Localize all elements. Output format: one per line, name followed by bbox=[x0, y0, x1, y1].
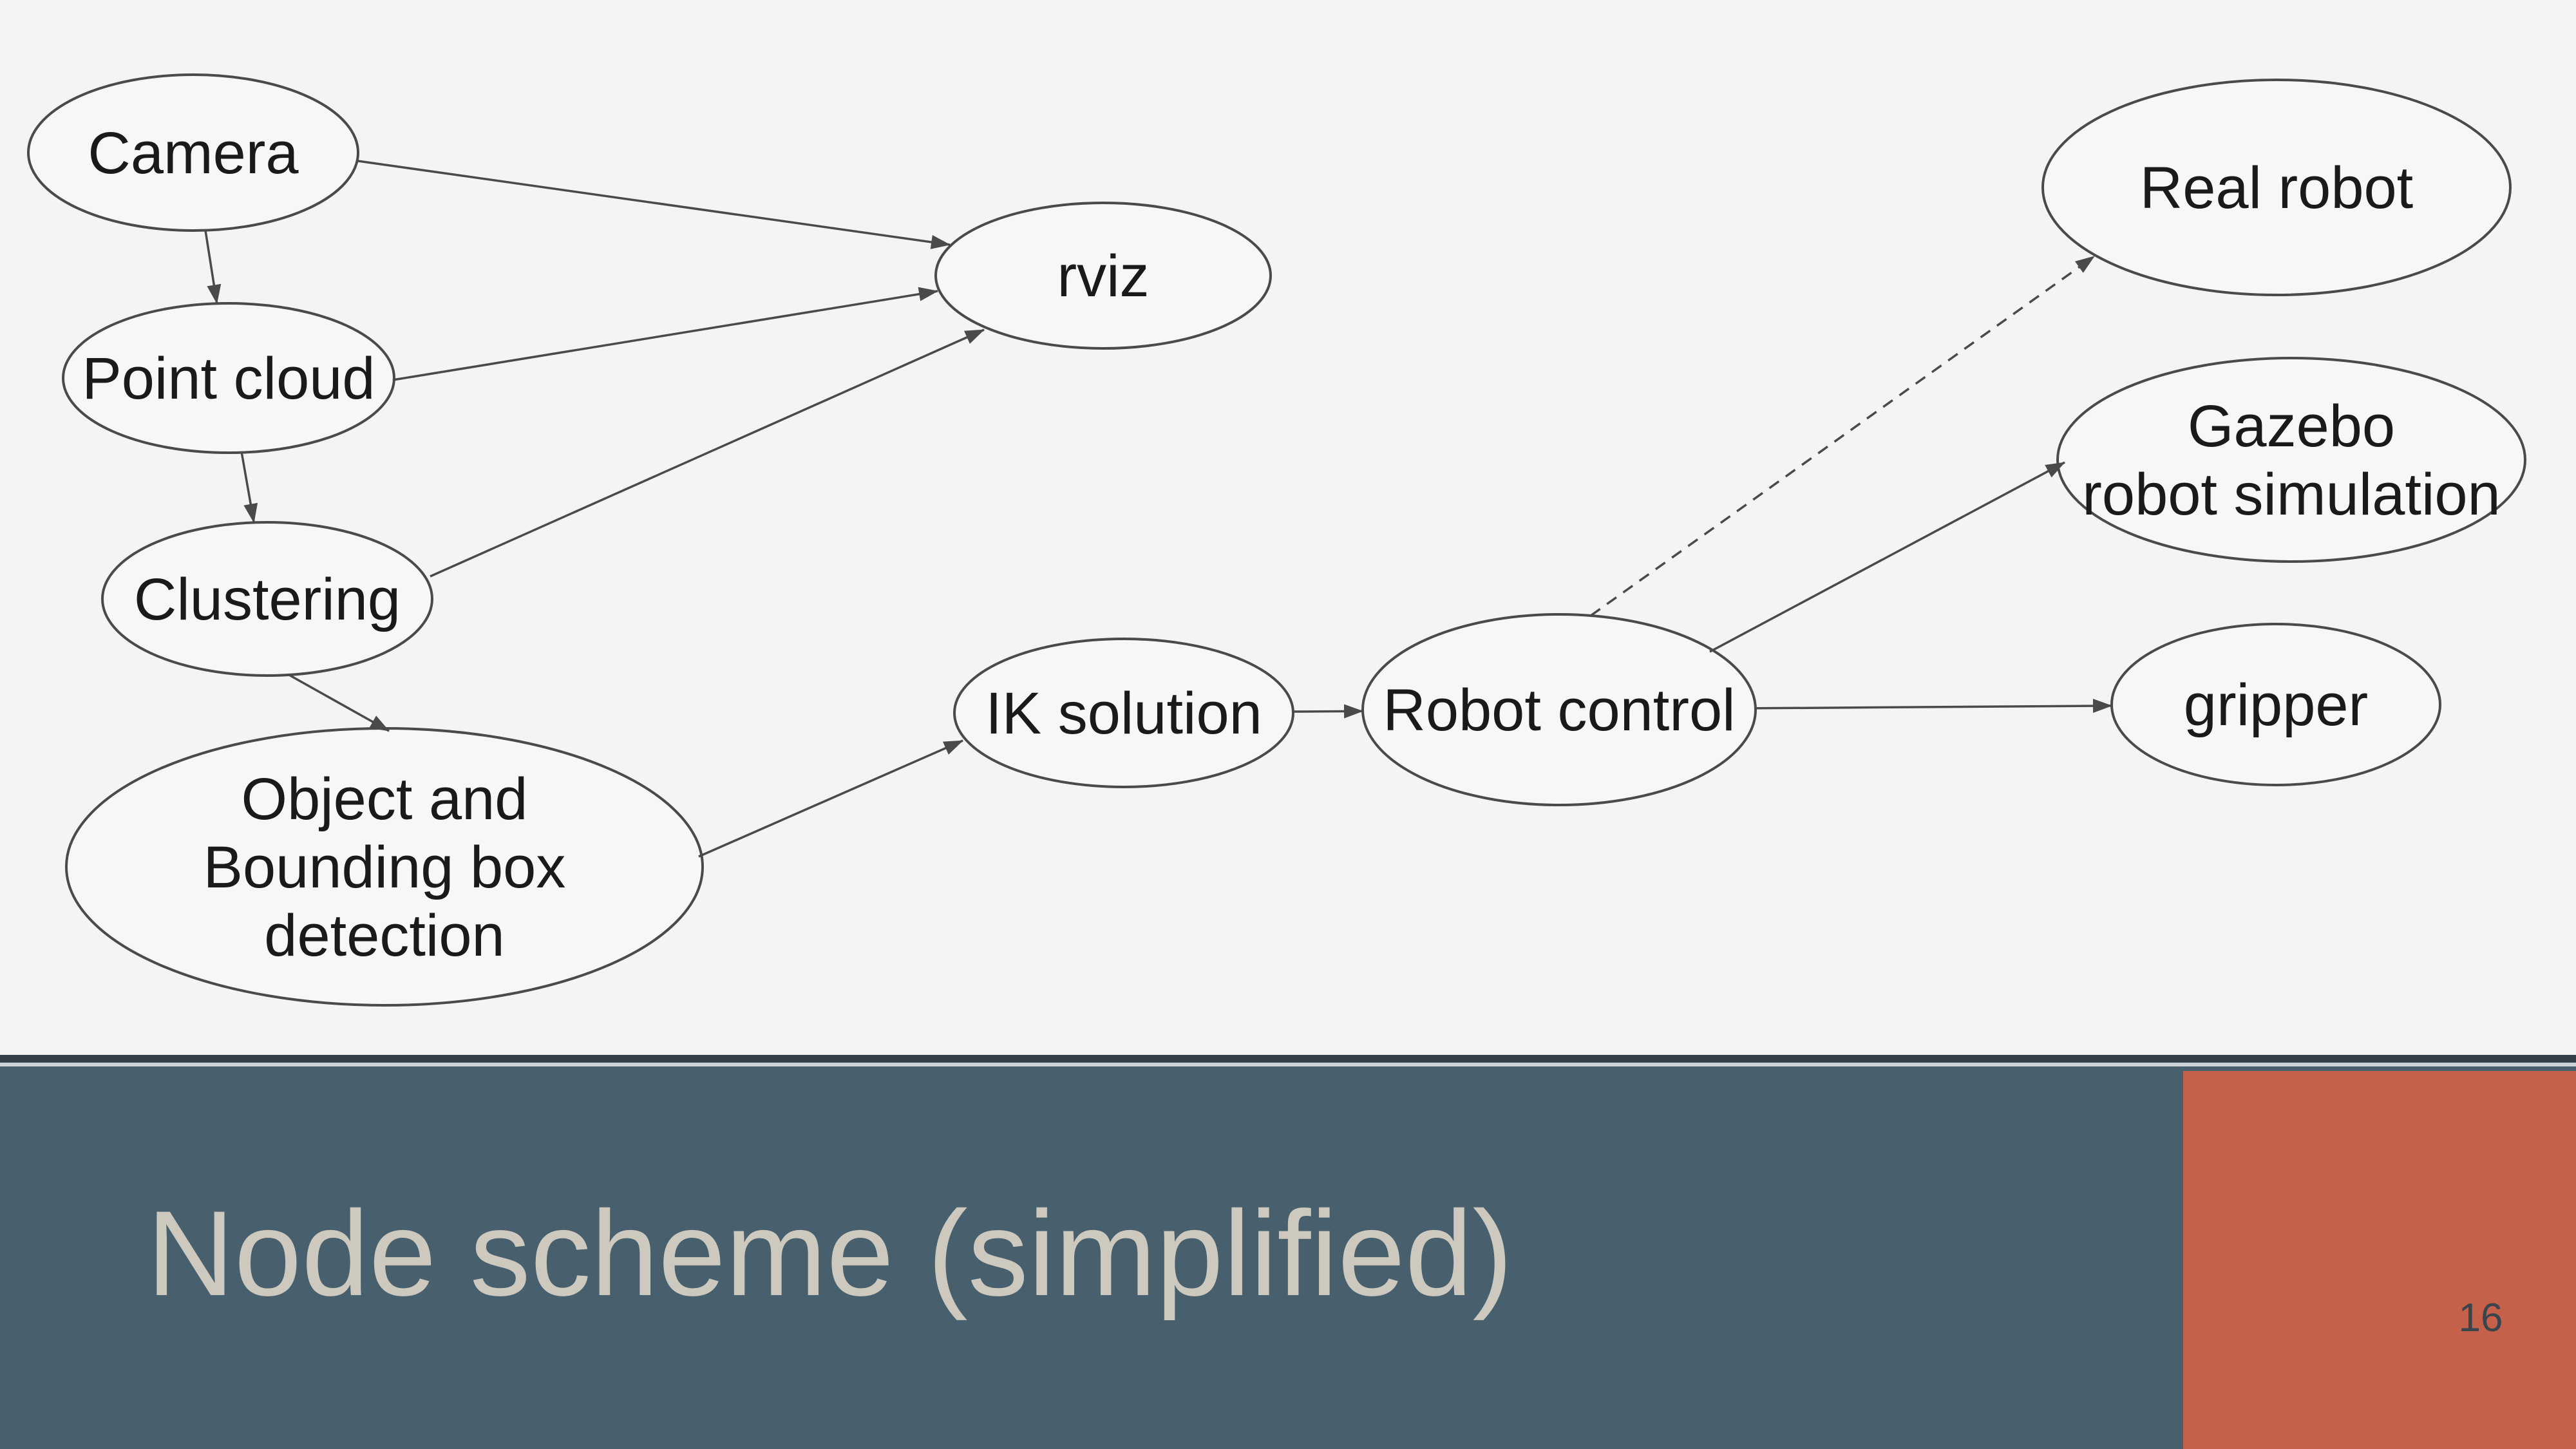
node-label-real_robot: Real robot bbox=[2140, 155, 2413, 221]
node-real_robot bbox=[2041, 79, 2512, 296]
footer-top-line bbox=[0, 1055, 2576, 1063]
node-label-robot_control: Robot control bbox=[1383, 677, 1735, 743]
edge-robot_control-real_robot bbox=[1589, 255, 2096, 617]
node-label-point_cloud: Point cloud bbox=[82, 346, 375, 412]
edge-clustering-rviz bbox=[430, 328, 985, 578]
edge-robot_control-gazebo bbox=[1709, 461, 2065, 653]
footer-accent-rect: 16 bbox=[2183, 1071, 2576, 1449]
edge-point_cloud-rviz bbox=[392, 287, 938, 381]
node-label-ik_solution: IK solution bbox=[985, 681, 1262, 746]
footer-top-highlight bbox=[0, 1063, 2576, 1066]
node-camera bbox=[27, 73, 359, 232]
edge-clustering-object_detection bbox=[287, 673, 390, 732]
node-clustering bbox=[101, 521, 433, 677]
edge-point_cloud-clustering bbox=[240, 452, 258, 524]
node-gazebo bbox=[2056, 357, 2526, 563]
node-ik_solution bbox=[953, 638, 1294, 788]
edge-robot_control-gripper bbox=[1755, 699, 2113, 714]
slide-title: Node scheme (simplified) bbox=[147, 1186, 1513, 1321]
node-label-gripper: gripper bbox=[2184, 672, 2368, 738]
edge-camera-rviz bbox=[357, 160, 951, 249]
node-label-clustering: Clustering bbox=[134, 567, 401, 632]
page-number: 16 bbox=[2458, 1296, 2503, 1340]
edge-ik_solution-robot_control bbox=[1293, 704, 1364, 719]
node-label-rviz: rviz bbox=[1057, 243, 1149, 309]
edge-camera-point_cloud bbox=[204, 230, 222, 305]
node-point_cloud bbox=[62, 302, 395, 454]
footer-band: Node scheme (simplified) bbox=[0, 1066, 2576, 1449]
node-label-camera: Camera bbox=[88, 120, 299, 186]
node-rviz bbox=[934, 202, 1272, 350]
edge-object_detection-ik_solution bbox=[698, 739, 963, 858]
